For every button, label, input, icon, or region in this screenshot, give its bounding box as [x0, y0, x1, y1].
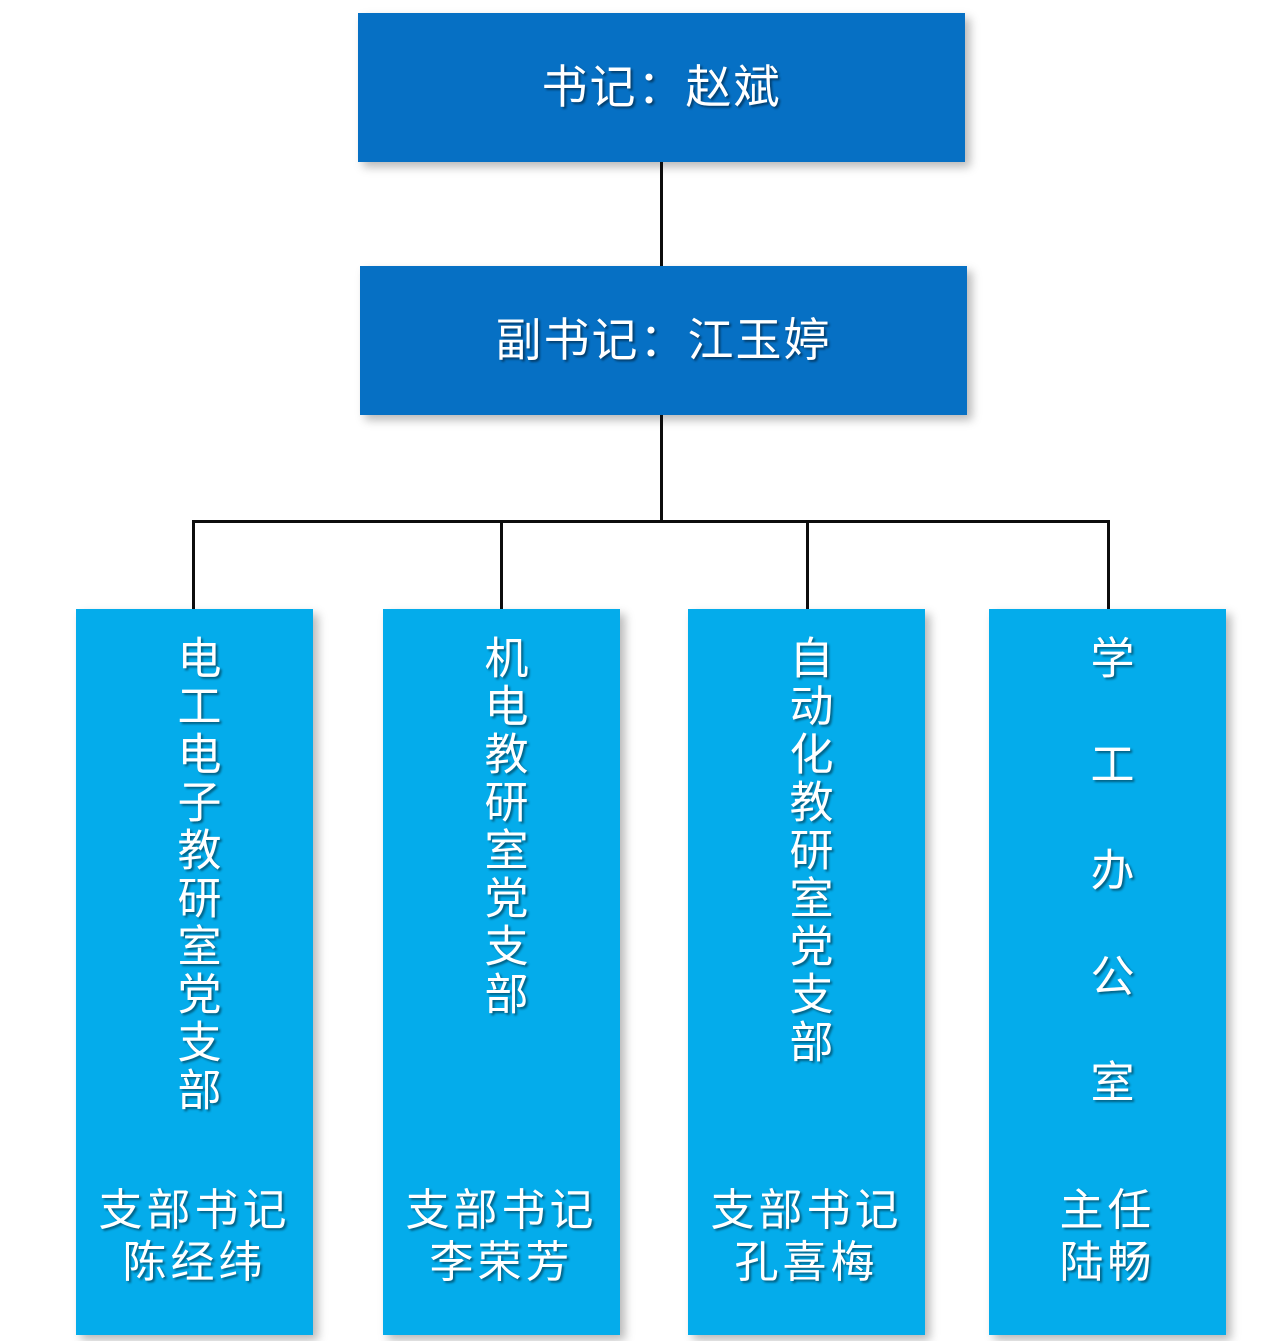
node-deputy-secretary-label: 副书记：江玉婷: [495, 314, 832, 367]
node-department-2-title: 机电教研室党支部: [477, 635, 527, 1019]
connector-drop-dept-2: [500, 520, 503, 609]
node-department-4-leader-name: 陆畅: [1059, 1237, 1156, 1287]
connector-drop-dept-1: [192, 520, 195, 609]
connector-secretary-to-deputy: [660, 162, 663, 266]
node-department-3-leader-role: 支部书记: [710, 1186, 903, 1235]
connector-horizontal-bus: [192, 520, 1109, 523]
node-department-1-title: 电工电子教研室党支部: [170, 635, 220, 1115]
node-department-2-leader: 支部书记 李荣芳: [383, 1185, 620, 1289]
node-department-3[interactable]: 自动化教研室党支部 支部书记 孔喜梅: [688, 609, 925, 1335]
node-department-4-title: 学工办公室: [1083, 635, 1133, 1165]
node-department-2-leader-role: 支部书记: [405, 1186, 598, 1235]
node-secretary-label: 书记：赵斌: [541, 61, 782, 114]
connector-drop-dept-3: [806, 520, 809, 609]
node-department-4[interactable]: 学工办公室 主任 陆畅: [989, 609, 1226, 1335]
connector-deputy-stem: [660, 415, 663, 522]
node-department-1-leader: 支部书记 陈经纬: [76, 1185, 313, 1289]
connector-drop-dept-4: [1107, 520, 1110, 609]
node-department-3-title: 自动化教研室党支部: [782, 635, 832, 1067]
node-department-3-leader: 支部书记 孔喜梅: [688, 1185, 925, 1289]
node-department-4-leader: 主任 陆畅: [989, 1185, 1226, 1289]
node-secretary[interactable]: 书记：赵斌: [358, 13, 965, 162]
node-department-1-leader-name: 陈经纬: [122, 1237, 267, 1287]
node-department-2-leader-name: 李荣芳: [429, 1237, 574, 1287]
node-department-1-leader-role: 支部书记: [98, 1186, 291, 1235]
node-department-1[interactable]: 电工电子教研室党支部 支部书记 陈经纬: [76, 609, 313, 1335]
node-department-3-leader-name: 孔喜梅: [734, 1237, 879, 1287]
node-deputy-secretary[interactable]: 副书记：江玉婷: [360, 266, 967, 415]
node-department-4-leader-role: 主任: [1059, 1186, 1156, 1235]
node-department-2[interactable]: 机电教研室党支部 支部书记 李荣芳: [383, 609, 620, 1335]
